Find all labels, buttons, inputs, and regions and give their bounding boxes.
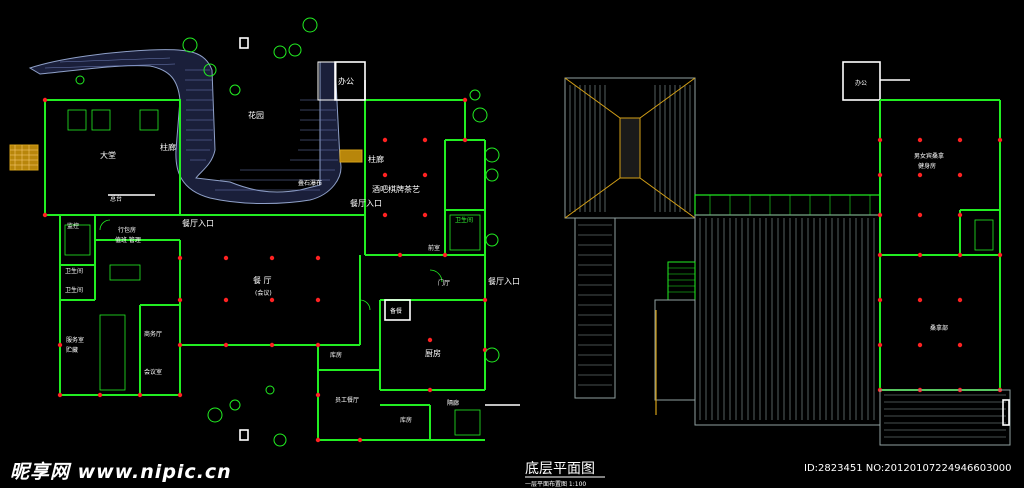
label-storeroom-1: 库房 <box>330 351 342 359</box>
label-restroom-2: 卫生间 <box>65 286 83 294</box>
right-columns <box>877 137 1003 393</box>
label-wc-small: 卫生间 <box>455 216 473 224</box>
left-walls <box>44 61 520 441</box>
label-business-hall: 商务厅 <box>144 330 162 338</box>
roof-plan <box>564 77 881 426</box>
label-control: 监控 <box>67 222 79 230</box>
label-storeroom-2: 库房 <box>400 416 412 424</box>
label-luggage: 行包房 <box>118 226 136 234</box>
label-general-desk: 总台 <box>110 195 122 203</box>
watermark-text: 昵享网 www.nipic.cn <box>10 461 232 483</box>
left-floor-plan: 大堂 花园 柱廊 柱廊 办公 酒吧棋牌茶艺 叠石瀑布 总台 餐厅入口 餐厅入口 … <box>9 17 520 447</box>
image-id-text: ID:2823451 NO:20120107224946603000 <box>804 463 1012 474</box>
title-block: 底层平面图 一层平面布置图 1:100 <box>525 461 605 488</box>
trees <box>75 17 500 447</box>
label-storage-1: 贮藏 <box>66 346 78 354</box>
drawing-subtitle: 一层平面布置图 1:100 <box>525 480 586 488</box>
label-rockery: 叠石瀑布 <box>298 179 322 187</box>
label-vestibule: 门厅 <box>438 279 450 287</box>
label-restaurant: 餐 厅 <box>253 276 272 285</box>
left-columns <box>42 97 488 443</box>
label-duty-manager: 值班 管理 <box>115 236 141 244</box>
left-details <box>9 37 481 441</box>
label-fitness-sub: 健身房 <box>918 162 936 170</box>
label-staff-dining: 员工餐厅 <box>335 396 359 404</box>
label-lobby: 大堂 <box>100 150 116 160</box>
left-room-labels: 大堂 花园 柱廊 柱廊 办公 酒吧棋牌茶艺 叠石瀑布 总台 餐厅入口 餐厅入口 … <box>65 76 520 424</box>
label-restroom-1: 卫生间 <box>65 267 83 275</box>
right-floor-plan: 办公 男女宾桑拿 健身房 桑拿部 <box>842 61 1011 446</box>
label-restaurant-entrance-left: 餐厅入口 <box>182 219 214 228</box>
label-bar-tea: 酒吧棋牌茶艺 <box>372 184 420 194</box>
label-service-room: 服务室 <box>66 336 84 344</box>
label-fitness: 男女宾桑拿 <box>914 152 944 160</box>
garden-pond <box>28 49 342 205</box>
drawing-title: 底层平面图 <box>525 461 595 477</box>
label-meeting-room: 会议室 <box>144 368 162 376</box>
label-club: 桑拿部 <box>930 324 948 332</box>
label-restaurant-entrance-top: 餐厅入口 <box>350 199 382 208</box>
label-kitchen: 厨房 <box>425 348 441 358</box>
label-bar-counter: 前室 <box>428 244 440 252</box>
label-colonnade-right: 柱廊 <box>368 154 384 164</box>
label-restaurant-sub: (会议) <box>255 289 272 297</box>
label-pantry: 备餐 <box>390 307 402 315</box>
label-garden: 花园 <box>248 110 264 120</box>
label-office-left: 办公 <box>338 76 354 86</box>
label-office-right: 办公 <box>855 79 867 87</box>
label-colonnade-left: 柱廊 <box>160 142 176 152</box>
label-restaurant-entrance-right: 餐厅入口 <box>488 277 520 286</box>
label-corridor: 隔廊 <box>447 399 459 407</box>
